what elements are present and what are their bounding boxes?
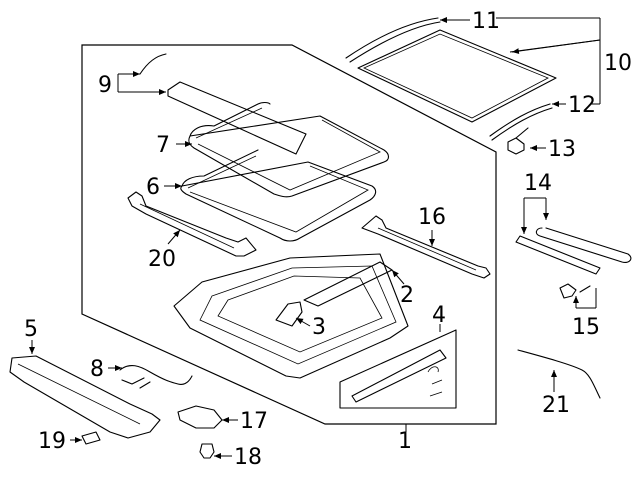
sunshade-panel: [167, 81, 307, 155]
callout-6: 6: [146, 175, 160, 200]
leader-2: [391, 269, 405, 285]
wiring-harness: [119, 364, 193, 389]
callout-11: 11: [472, 9, 500, 34]
callout-7: 7: [156, 133, 170, 158]
callout-9: 9: [98, 73, 112, 98]
callout-15: 15: [572, 315, 600, 340]
callout-8: 8: [90, 357, 104, 382]
leader-15: [576, 288, 597, 309]
front-trim-edge: [17, 363, 141, 425]
callout-14: 14: [524, 171, 552, 196]
sunroof-housing-inner: [199, 265, 397, 365]
sunroof-housing: [173, 253, 409, 379]
callout-4: 4: [432, 303, 446, 328]
side-rail-trim-edge: [139, 203, 235, 249]
leader-9: [117, 73, 166, 92]
callout-16: 16: [418, 205, 446, 230]
bracket: [275, 301, 303, 327]
motor: [177, 405, 223, 429]
callout-10: 10: [604, 51, 632, 76]
bolt: [507, 127, 529, 155]
front-trim-panel: [9, 355, 161, 439]
seal-strip-upper: [535, 227, 632, 263]
seal-strip-lower: [515, 235, 601, 275]
callout-17: 17: [240, 409, 268, 434]
trim-strip: [139, 53, 167, 75]
side-rail-trim: [127, 191, 257, 257]
clip: [559, 283, 591, 299]
hose-kit-box: [339, 329, 457, 409]
callout-2: 2: [400, 283, 414, 308]
leader-10-arrow: [511, 39, 601, 55]
glass-lower-moulding-edge: [491, 107, 553, 141]
pad: [81, 431, 101, 445]
leader-10: [496, 17, 601, 105]
glass-upper-moulding-edge: [349, 21, 441, 63]
screw: [199, 443, 215, 459]
callout-1: 1: [398, 429, 412, 454]
glass-panel: [357, 29, 557, 123]
callout-5: 5: [24, 317, 38, 342]
assembly-frame: [81, 44, 497, 425]
callout-19: 19: [38, 429, 66, 454]
outer-seal-inner: [195, 107, 381, 191]
hose-kit-clip: [427, 366, 443, 397]
leader-3: [295, 317, 311, 327]
callout-3: 3: [312, 315, 326, 340]
leader-14: [523, 197, 546, 234]
sunroof-opening: [217, 275, 383, 353]
inner-seal-inner: [187, 155, 369, 233]
outer-seal: [188, 101, 390, 198]
leader-20: [167, 229, 181, 245]
drive-rail: [361, 215, 491, 279]
glass-upper-moulding: [345, 17, 439, 59]
glass-panel-inner: [363, 33, 549, 119]
callout-12: 12: [568, 93, 596, 118]
callout-18: 18: [234, 445, 262, 470]
drain-hose: [517, 349, 601, 399]
hose-kit-strip: [351, 349, 447, 403]
housing-cross-rail: [303, 261, 393, 307]
callout-20: 20: [148, 247, 176, 272]
callout-21: 21: [542, 393, 570, 418]
glass-lower-moulding: [489, 103, 551, 137]
callout-13: 13: [548, 137, 576, 162]
drive-rail-edge: [377, 227, 477, 271]
